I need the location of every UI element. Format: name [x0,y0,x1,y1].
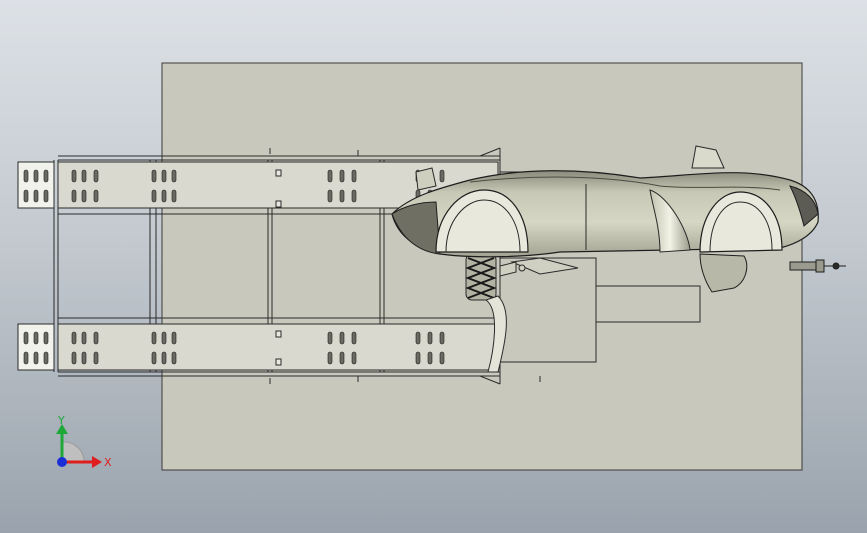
ramp-slot [71,331,77,345]
ramp-slot [351,189,357,203]
ramp-slot [161,351,167,365]
ramp-slot [33,189,39,203]
ramp-slot [327,331,333,345]
ramp-slot [171,331,177,345]
ramp-slot [71,169,77,183]
x-axis-label: X [104,456,112,469]
ramp-slot [33,331,39,345]
ramp-slot [71,189,77,203]
ramp-slot [81,169,87,183]
z-axis-dot [57,457,67,467]
ramp-slot [23,331,29,345]
ramp-slot [161,189,167,203]
ramp-slot [151,169,157,183]
ramp-slot [427,351,433,365]
ramp-slot [439,169,445,183]
ramp-slot [439,351,445,365]
ramp-slot [43,189,49,203]
ramp-slot [23,351,29,365]
ramp-slot [439,331,445,345]
bolt-markers [275,169,282,366]
ramp-slot [161,331,167,345]
ramp-slot [327,169,333,183]
ramp-slot [151,331,157,345]
ramp-slot [81,331,87,345]
ramp-slot [23,169,29,183]
ramp-slot [43,351,49,365]
ramp-slot [171,169,177,183]
ramp-slot [23,189,29,203]
y-axis-label: Y [57,414,65,427]
dimension-ticks [269,148,541,384]
ramp-slot [71,351,77,365]
ramp-slot [171,351,177,365]
ramp-slot [81,189,87,203]
ramp-slot [351,331,357,345]
reference-triad[interactable]: Y X [56,414,112,469]
ramp-slot [415,351,421,365]
tow-hitch-arm[interactable] [484,257,579,373]
rear-wheel-arch [699,191,783,253]
x-axis-arrow [92,456,102,468]
loading-ramp-lower[interactable] [17,323,499,371]
exhaust-pipe[interactable] [789,259,846,273]
ramp-slot [327,351,333,365]
ramp-slot [93,169,99,183]
ramp-slot [351,169,357,183]
ramp-slot [43,331,49,345]
ramp-slot [151,351,157,365]
ramp-slot [339,189,345,203]
ramp-slot [43,169,49,183]
ramp-slot [93,351,99,365]
ramp-slot [339,331,345,345]
y-axis-arrow [56,424,68,434]
front-wheel-arch [435,189,529,253]
ramp-slot [327,189,333,203]
ramp-slot [33,351,39,365]
ramp-slot [81,351,87,365]
ramp-slot [427,331,433,345]
ramp-slot [339,351,345,365]
ramp-slot [93,331,99,345]
ramp-slot [351,351,357,365]
ramp-slot [161,169,167,183]
rear-fender-shroud [699,253,748,293]
ramp-slot [339,169,345,183]
suspension-spring[interactable] [465,253,497,301]
ramp-slot [33,169,39,183]
ramp-slot [151,189,157,203]
ramp-slot [415,331,421,345]
ramp-slot [171,189,177,203]
ramp-slot [93,189,99,203]
